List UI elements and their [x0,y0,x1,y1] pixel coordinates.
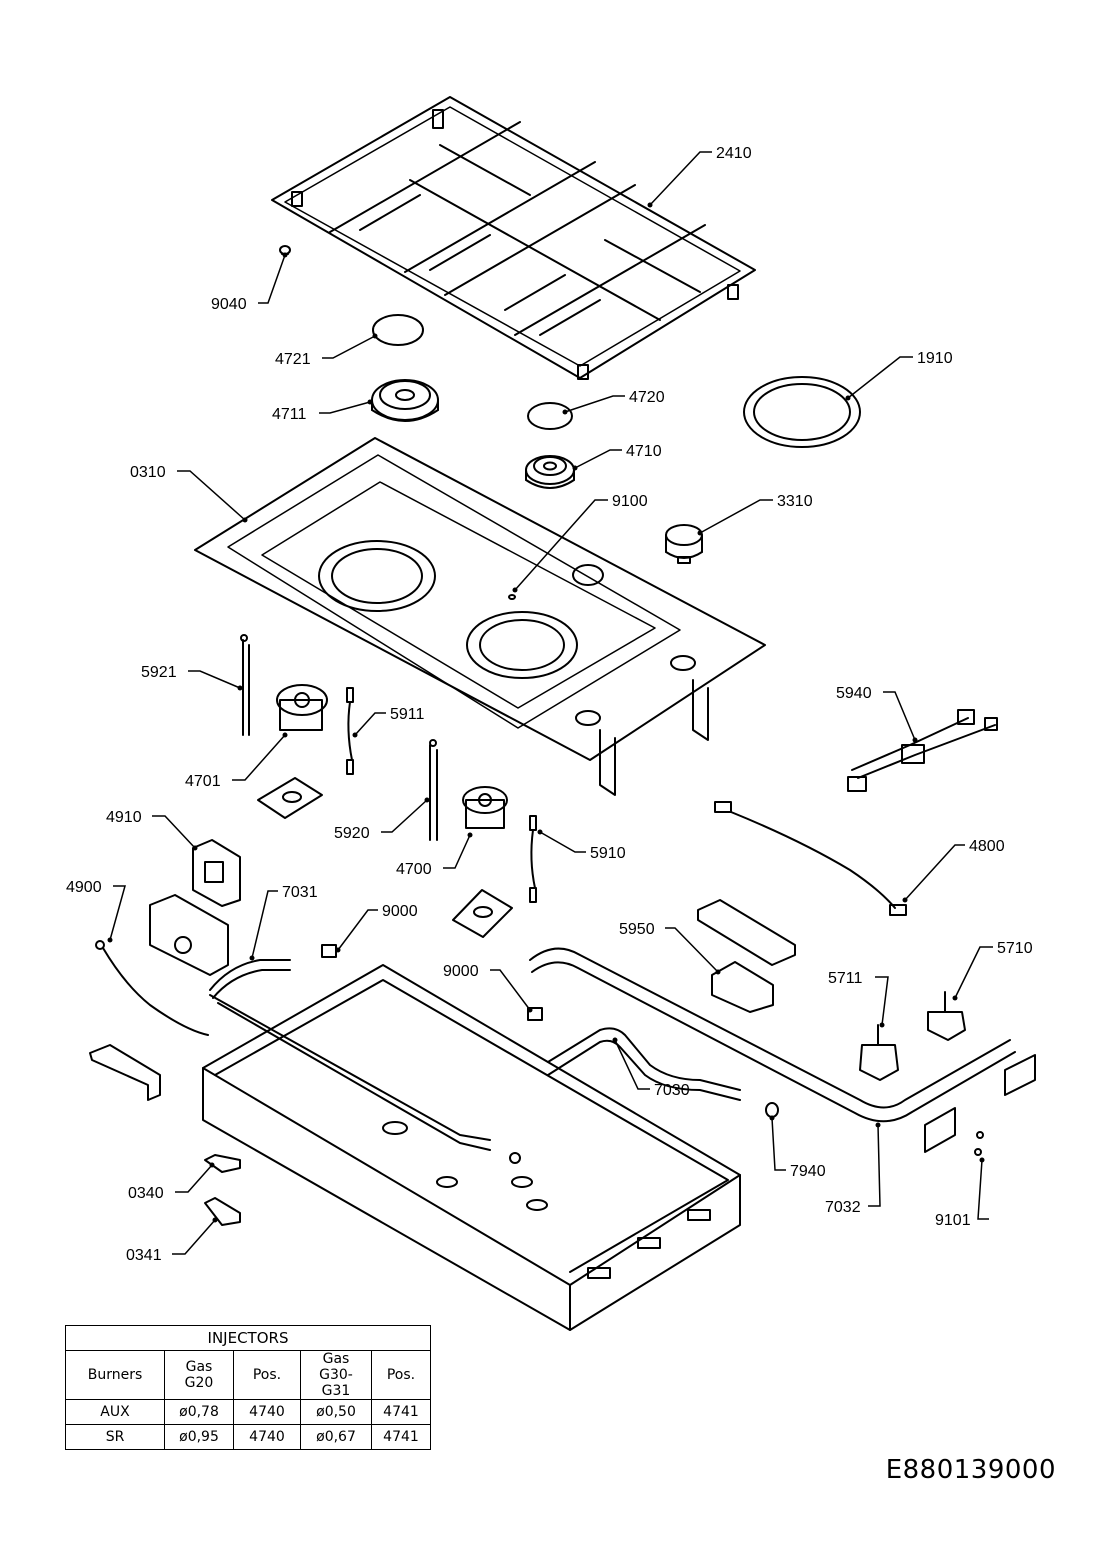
burner-cap-large [372,314,424,346]
callout-label: 4900 [66,879,102,896]
callout-label: 4701 [185,773,221,790]
table-row: AUX ø0,78 4740 ø0,50 4741 [65,1399,431,1425]
callout-label: 7030 [654,1082,690,1099]
callout-label: 9100 [612,493,648,510]
cell-burner: AUX [65,1399,165,1425]
callout-label: 0310 [130,464,166,481]
burner-bracket-sr [452,889,513,938]
microswitch-assembly [697,899,796,1013]
callout-label: 2410 [716,145,752,162]
fixing-clamp-lower [204,1197,241,1226]
gas-manifold [529,947,1016,1123]
callout-label: 5911 [390,706,425,723]
header-gas-g30-line2: G30-G31 [319,1367,353,1399]
burner-crown-small [525,455,575,489]
callout-label: 5910 [590,845,626,862]
leader-arrowheads [107,202,985,1223]
callout-label: 1910 [917,350,953,367]
callout-label: 4700 [396,861,432,878]
callout-label: 9040 [211,296,247,313]
ignition-electrode-sr [529,815,537,903]
spark-generator [192,839,241,907]
drawing-code: E880139000 [885,1455,1056,1485]
side-bracket [89,1044,161,1101]
callout-label: 5940 [836,685,872,702]
burner-cap-small [527,402,573,430]
callout-label: 5711 [828,970,863,987]
callout-label: 0340 [128,1185,164,1202]
pipe-clip-2 [527,1007,543,1021]
callout-label: 9000 [382,903,418,920]
hob-top-plate [194,437,766,796]
burner-body-sr [462,786,508,829]
header-pos-1: Pos. [233,1350,301,1400]
cell-g20: ø0,95 [164,1424,234,1450]
injectors-table: INJECTORS Burners Gas G20 Pos. Gas G30-G… [65,1325,431,1450]
base-box [202,964,741,1331]
pipe-clip-1 [321,944,337,958]
callout-label: 0341 [126,1247,162,1264]
cell-pos1: 4740 [233,1424,301,1450]
callout-label: 5950 [619,921,655,938]
header-gas-g20-line2: G20 [184,1375,214,1391]
control-knob [665,524,703,564]
callout-label: 7031 [282,884,318,901]
thermocouple-aux [240,634,250,736]
leader-lines [109,151,993,1255]
callout-label: 7940 [790,1163,826,1180]
thermocouple-sr [429,739,438,841]
hinge-left [924,1107,956,1153]
header-gas-g20-line1: Gas [185,1359,213,1375]
ignition-electrode-aux [346,687,354,775]
cell-g30: ø0,67 [300,1424,372,1450]
gas-pipe-aux [209,959,491,1151]
ignition-harness [95,940,209,1036]
pan-support-grid [271,96,756,380]
connection-cable [714,801,907,916]
cell-pos1: 4740 [233,1399,301,1425]
callout-label: 5710 [997,940,1033,957]
cell-burner: SR [65,1424,165,1450]
burner-body-aux [276,684,328,731]
cell-g20: ø0,78 [164,1399,234,1425]
callout-label: 5921 [141,664,177,681]
header-pos-2: Pos. [371,1350,431,1400]
trim-ring [743,376,861,448]
callout-label: 4910 [106,809,142,826]
callout-label: 4800 [969,838,1005,855]
callout-label: 4710 [626,443,662,460]
header-burners: Burners [65,1350,165,1400]
callout-label: 4721 [275,351,311,368]
gas-tap-aux [859,1024,899,1081]
burner-crown-large [371,379,439,422]
gas-pipe-sr [547,1027,741,1101]
header-gas-g20: Gas G20 [164,1350,234,1400]
generator-housing [149,894,229,976]
callout-label: 7032 [825,1199,861,1216]
table-row: SR ø0,95 4740 ø0,67 4741 [65,1424,431,1450]
cell-g30: ø0,50 [300,1399,372,1425]
callout-label: 5920 [334,825,370,842]
callout-label: 4711 [272,406,307,423]
header-gas-g30: Gas G30-G31 [300,1350,372,1400]
header-gas-g30-line1: Gas [322,1351,350,1367]
callout-label: 4720 [629,389,665,406]
callout-labels: 2410 9040 4721 1910 4711 4720 4710 0310 … [66,145,1033,1264]
cell-pos2: 4741 [371,1424,431,1450]
microswitch-harness [847,709,998,792]
callout-label: 9000 [443,963,479,980]
fixing-clamp-upper [204,1154,241,1173]
gas-tap-sr [927,991,966,1041]
callout-label: 3310 [777,493,813,510]
gas-seal [765,1102,779,1118]
hinge-right [1004,1054,1036,1096]
burner-bracket-aux [257,777,323,819]
callout-label: 9101 [935,1212,971,1229]
injectors-table-title: INJECTORS [65,1325,431,1351]
cell-pos2: 4741 [371,1399,431,1425]
fixing-screws [974,1131,984,1156]
